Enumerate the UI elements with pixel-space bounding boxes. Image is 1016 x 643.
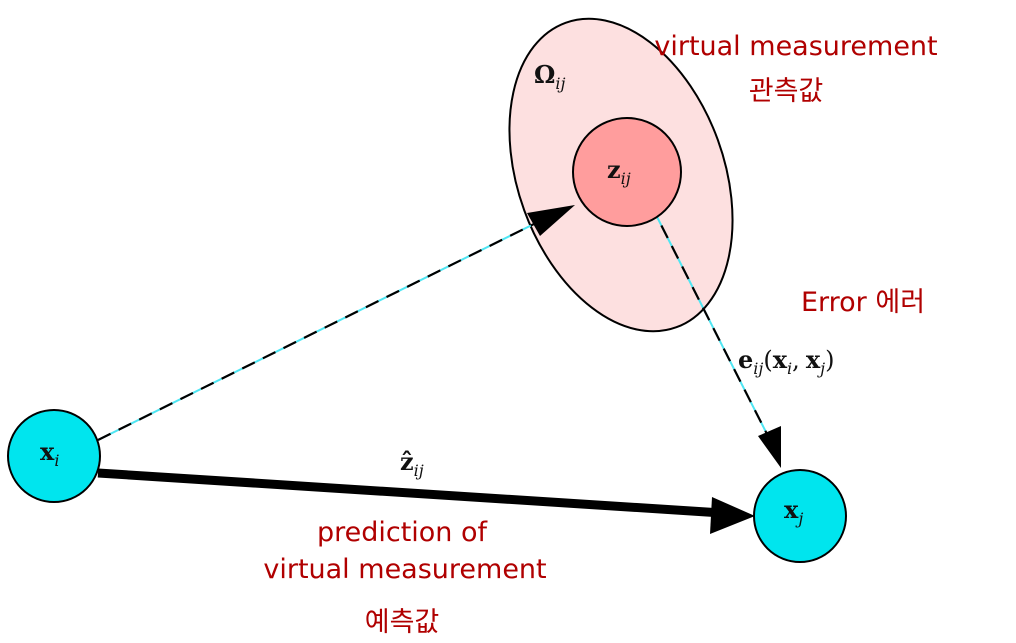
arrowhead-xj-error: [758, 426, 781, 468]
arrowhead-xj-prediction: [710, 497, 755, 534]
prediction-annotation-line2: virtual measurement: [263, 554, 546, 585]
dashed-edge-xi-to-zij: [97, 205, 575, 441]
zij-label: zij: [607, 155, 631, 188]
dashed-error-edge: [650, 204, 781, 468]
arrowhead-zij: [527, 205, 575, 236]
node-xj: [753, 469, 847, 563]
node-xi: [7, 409, 101, 503]
prediction-annotation-line1: prediction of: [317, 517, 489, 548]
prediction-annotation-korean: 예측값: [365, 607, 440, 638]
virtual-measurement-annotation: virtual measurement: [654, 31, 937, 62]
measurement-node-zij: [572, 117, 682, 227]
error-annotation: Error 에러: [801, 287, 925, 318]
virtual-measurement-korean-annotation: 관측값: [749, 76, 824, 107]
information-matrix-label: Ωij: [534, 60, 565, 93]
error-function-label: eij(xi,xj): [738, 345, 834, 378]
xi-label: xi: [40, 437, 59, 470]
xj-label: xj: [784, 495, 803, 528]
prediction-edge-label: ẑij: [400, 447, 424, 480]
prediction-edge: [97, 468, 755, 534]
